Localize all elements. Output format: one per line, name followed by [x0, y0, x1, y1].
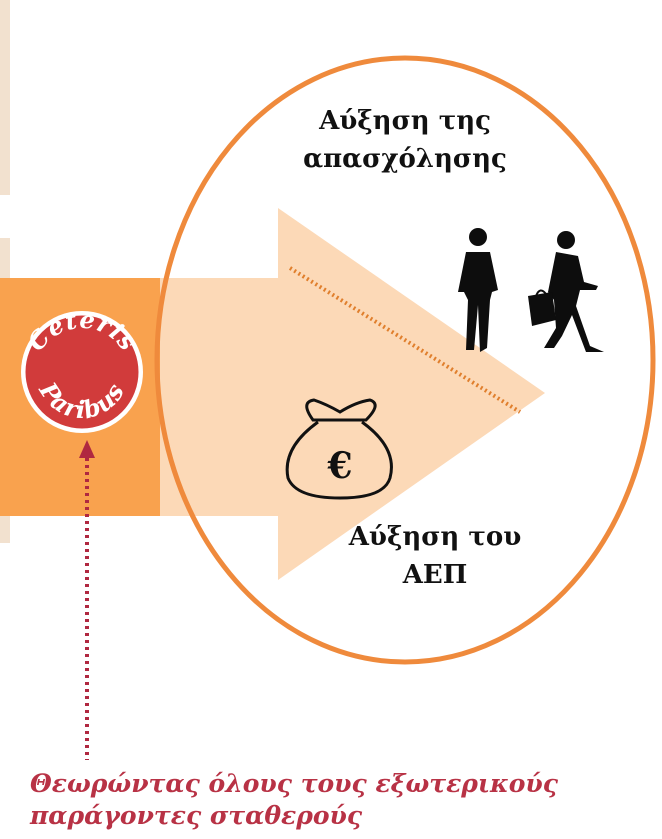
people-walking-icon — [458, 228, 604, 352]
gdp-label-line2: ΑΕΠ — [295, 556, 575, 594]
caption-line2: παράγοντες σταθερούς — [30, 800, 655, 832]
employment-label-line1: Αύξηση της — [250, 102, 560, 140]
left-edge-bar-top — [0, 0, 10, 195]
caption-line1: Θεωρώντας όλους τους εξωτερικούς — [30, 768, 655, 800]
ceteris-paribus-caption: Θεωρώντας όλους τους εξωτερικούς παράγον… — [30, 768, 655, 832]
employment-increase-label: Αύξηση της απασχόλησης — [250, 102, 560, 178]
euro-symbol: € — [326, 445, 352, 487]
gdp-increase-label: Αύξηση του ΑΕΠ — [295, 518, 575, 594]
gdp-label-line1: Αύξηση του — [295, 518, 575, 556]
employment-label-line2: απασχόλησης — [250, 140, 560, 178]
